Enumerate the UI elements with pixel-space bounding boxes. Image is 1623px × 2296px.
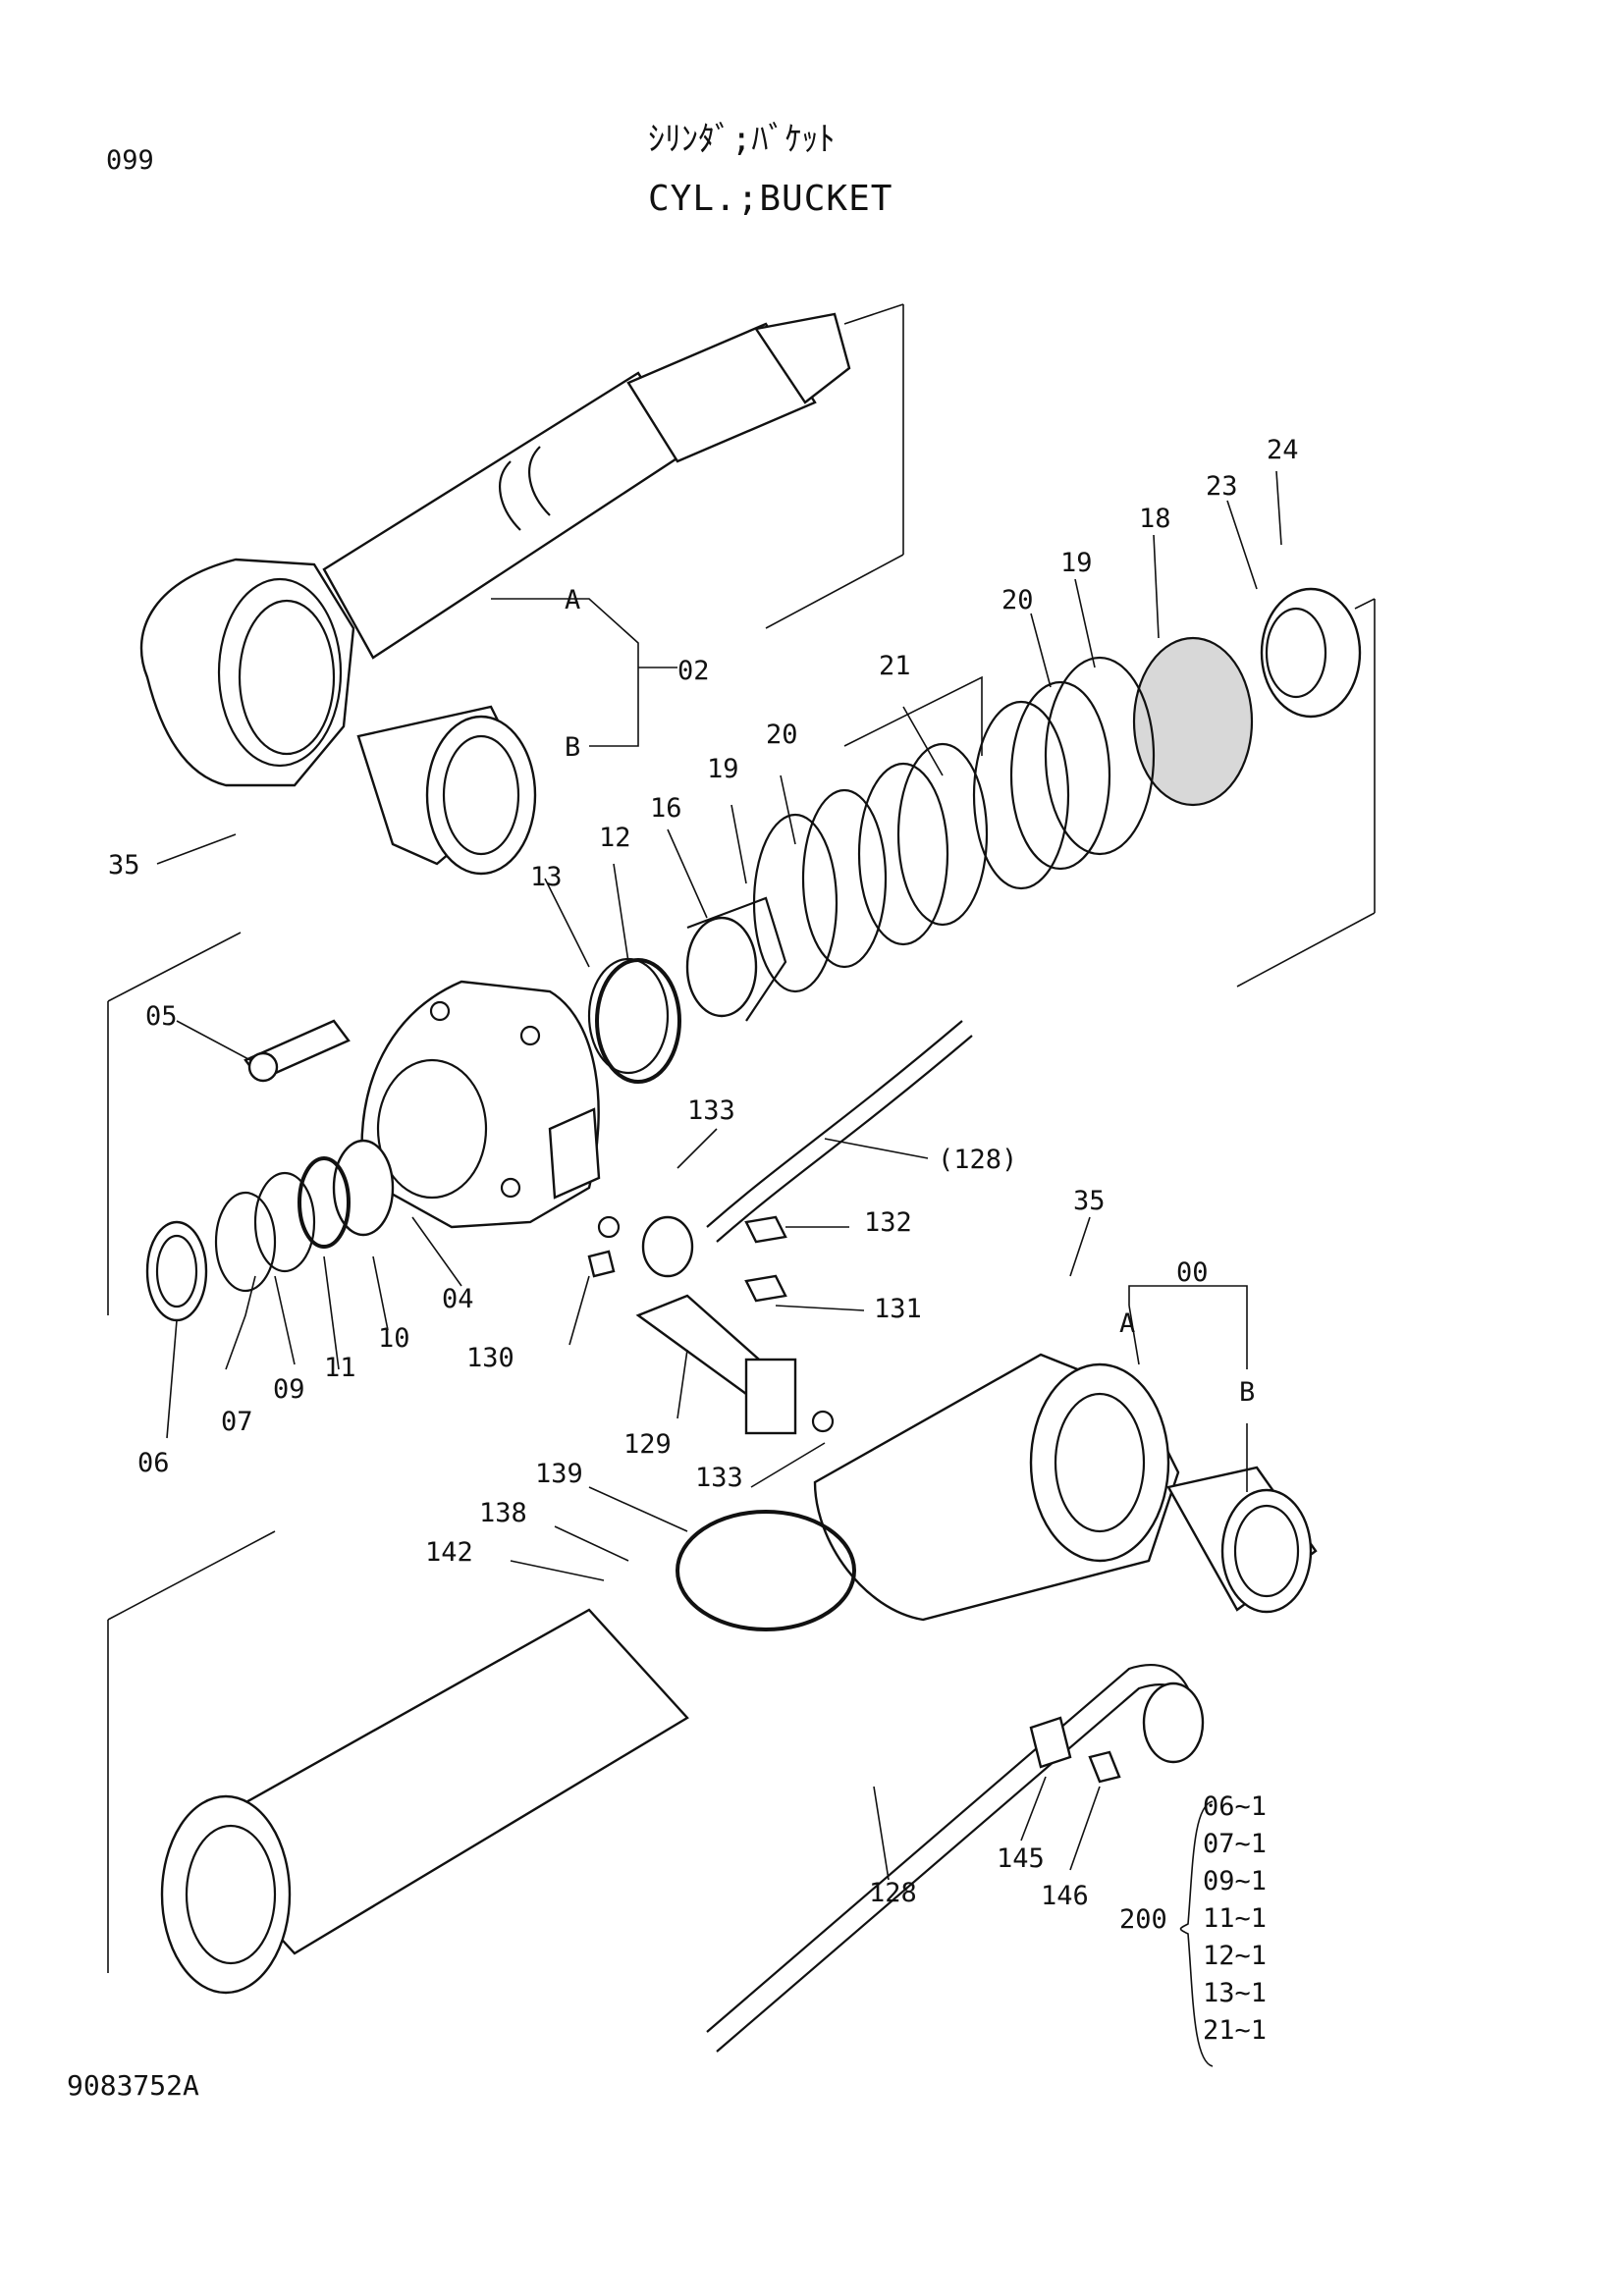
kit-item: 09~1	[1203, 1866, 1268, 1896]
callout-24: 24	[1267, 435, 1299, 465]
callout-00-a: A	[1119, 1308, 1136, 1339]
callout-130: 130	[466, 1343, 514, 1373]
callout-146: 146	[1041, 1881, 1089, 1911]
lower-pipe	[706, 1664, 1205, 2053]
callout-18: 18	[1139, 504, 1171, 534]
callout-133-lower: 133	[695, 1463, 743, 1493]
cylinder-head	[107, 932, 681, 1322]
callout-11: 11	[324, 1353, 356, 1383]
callout-23: 23	[1206, 471, 1238, 502]
callout-138: 138	[479, 1498, 527, 1528]
callout-128-ref: (128)	[938, 1145, 1018, 1175]
callout-131: 131	[874, 1294, 922, 1324]
callout-19-upper: 19	[1060, 548, 1093, 578]
callout-02-a: A	[565, 585, 581, 615]
kit-item: 12~1	[1203, 1941, 1268, 1971]
callout-02: 02	[677, 656, 710, 686]
kit-item: 13~1	[1203, 1978, 1268, 2008]
callout-16: 16	[650, 793, 682, 824]
callout-02-b: B	[565, 732, 581, 763]
cylinder-tube	[107, 1353, 1318, 1995]
callout-00-b: B	[1239, 1377, 1256, 1408]
callout-20-upper: 20	[1001, 585, 1034, 615]
callout-19-lower: 19	[707, 754, 739, 784]
callout-139: 139	[535, 1459, 583, 1489]
callout-00: 00	[1176, 1257, 1209, 1288]
kit-label: 200	[1119, 1904, 1167, 1935]
kit-item: 06~1	[1203, 1791, 1268, 1822]
kit-item: 11~1	[1203, 1903, 1268, 1934]
callout-13: 13	[530, 862, 563, 892]
kit-item: 07~1	[1203, 1829, 1268, 1859]
drawing-number: 9083752A	[67, 2069, 199, 2102]
callout-128: 128	[869, 1878, 917, 1908]
callout-35-rod: 35	[108, 850, 140, 881]
callout-145: 145	[997, 1843, 1045, 1874]
callout-10: 10	[378, 1323, 410, 1354]
callout-132: 132	[864, 1207, 912, 1238]
page-number: 099	[106, 145, 154, 176]
callout-04: 04	[442, 1284, 474, 1314]
callout-21: 21	[879, 651, 911, 681]
callout-09: 09	[273, 1374, 305, 1405]
kit-item: 21~1	[1203, 2015, 1268, 2046]
piston-rod	[139, 303, 904, 787]
rod-bushing	[356, 705, 537, 876]
callout-05: 05	[145, 1001, 178, 1032]
title-japanese: ｼﾘﾝﾀﾞ;ﾊﾞｹｯﾄ	[648, 120, 836, 159]
callout-07: 07	[221, 1407, 253, 1437]
title-english: CYL.;BUCKET	[648, 179, 893, 219]
callout-06: 06	[137, 1448, 170, 1478]
callout-133-upper: 133	[687, 1095, 735, 1126]
leader-lines	[156, 470, 1282, 2067]
callout-129: 129	[623, 1429, 672, 1460]
kit-item-list: 06~1 07~1 09~1 11~1 12~1 13~1 21~1	[1203, 1789, 1267, 2050]
callout-20-lower: 20	[766, 720, 798, 750]
callout-142: 142	[425, 1537, 473, 1568]
callout-12: 12	[599, 823, 631, 853]
upper-hose	[587, 1020, 973, 1435]
callout-35-tube: 35	[1073, 1186, 1106, 1216]
seal-stack	[685, 587, 1376, 1022]
